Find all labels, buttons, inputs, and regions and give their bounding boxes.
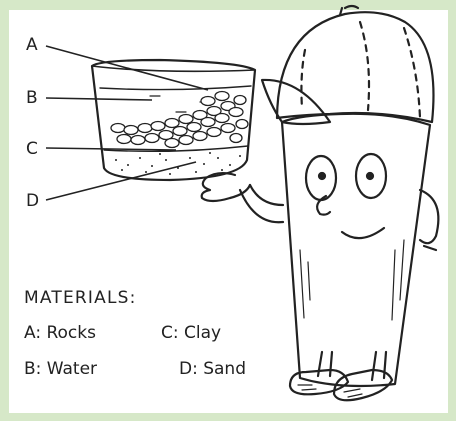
materials-title: MATERIALS: [24, 288, 137, 308]
water-line [100, 86, 251, 90]
cup-character-body [282, 114, 430, 386]
material-b: B: Water [24, 359, 97, 379]
leader-line-c [46, 148, 176, 150]
mouth [342, 228, 384, 238]
sand-layer [115, 152, 241, 175]
label-b: B [26, 90, 38, 107]
left-leg [318, 352, 332, 376]
label-a: A [26, 37, 38, 54]
leader-line-b [46, 98, 152, 100]
cap [277, 12, 433, 122]
label-d: D [26, 193, 40, 210]
leader-line-a [46, 46, 208, 90]
leader-line-d [46, 162, 196, 200]
label-c: C [26, 141, 38, 158]
material-a: A: Rocks [24, 323, 96, 343]
material-d: D: Sand [179, 359, 246, 379]
material-c: C: Clay [161, 323, 221, 343]
right-leg [372, 352, 386, 380]
right-arm [420, 190, 438, 243]
